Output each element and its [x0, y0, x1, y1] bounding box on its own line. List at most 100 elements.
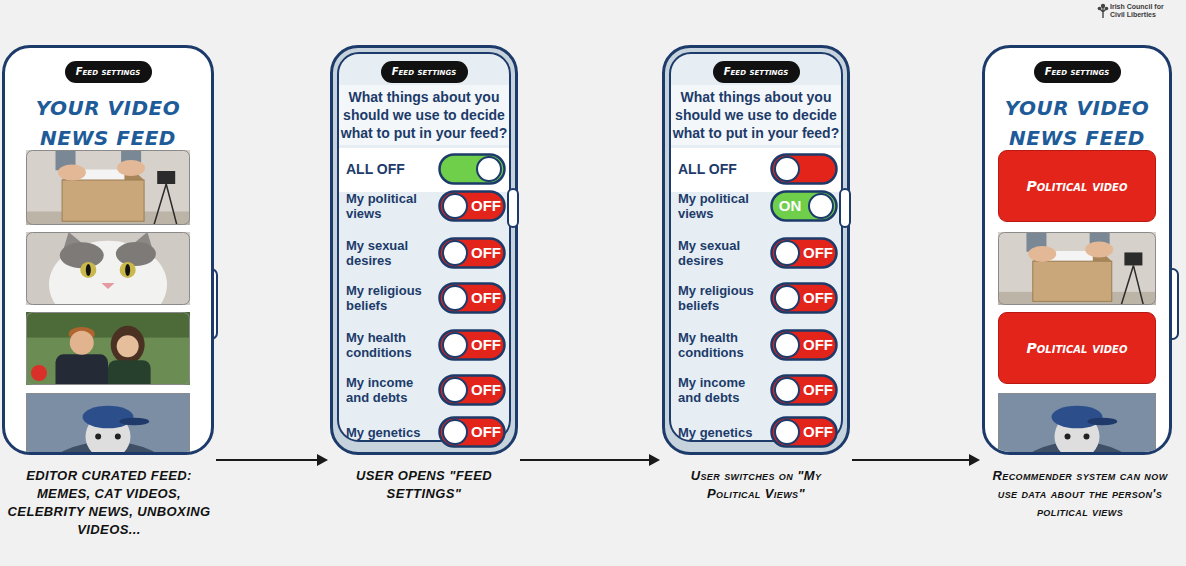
face	[117, 335, 139, 357]
toggle-state: ON	[772, 190, 808, 222]
logo-leaf	[1105, 7, 1109, 11]
toggle-label: My health conditions	[346, 330, 434, 360]
photo-border	[27, 313, 190, 385]
political-video-card: Political video	[998, 150, 1156, 222]
toggle-switch: OFF	[438, 416, 506, 448]
toggle-graphic	[438, 153, 506, 185]
toggle-knob	[443, 286, 467, 310]
toggle-label: My religious beliefs	[678, 283, 766, 313]
cat-eye	[1065, 434, 1071, 440]
camera	[157, 171, 175, 184]
hand	[1028, 246, 1056, 262]
toggle-switch: OFF	[438, 237, 506, 269]
camera	[1124, 252, 1142, 265]
political-video-card: Political video	[998, 312, 1156, 384]
logo-leaf	[1101, 4, 1105, 8]
hair	[111, 326, 145, 364]
photo-border	[999, 394, 1156, 456]
settings-question: What things about you should we use to d…	[671, 88, 841, 142]
toggle-label: My political views	[678, 191, 766, 221]
photo-capcat	[26, 393, 190, 455]
toggle-switch: OFF	[438, 329, 506, 361]
toggle-state: OFF	[800, 374, 836, 406]
card-title: Political video	[1027, 340, 1128, 356]
pill-text: Feed settings	[76, 61, 140, 83]
toggle-label: My sexual desires	[678, 238, 766, 268]
tripod	[1121, 265, 1143, 305]
toggle-state: OFF	[468, 237, 504, 269]
feed-heading: YOUR VIDEO NEWS FEED	[2, 93, 214, 153]
tripod	[154, 184, 177, 225]
photo-border	[999, 233, 1156, 305]
settings-pill: Feed settings	[1034, 61, 1121, 83]
cat-eye	[1083, 434, 1089, 440]
cat-eye	[115, 434, 121, 440]
arrow-connector	[520, 454, 660, 466]
cap	[1052, 406, 1103, 429]
toggle-switch: OFF	[770, 329, 838, 361]
cat-nose	[101, 283, 114, 289]
toggle-knob	[443, 378, 467, 402]
phone-mockup: What things about you should we use to d…	[662, 45, 850, 560]
phone-mockup: YOUR VIDEO NEWS FEED EDITOR CURATED FEED:…	[2, 45, 214, 560]
toggle-label: My religious beliefs	[346, 283, 434, 313]
toggle-state: OFF	[468, 374, 504, 406]
toggle-switch: OFF	[770, 416, 838, 448]
arrow-head	[969, 454, 980, 466]
cat-eye	[80, 262, 96, 278]
arrow-connector	[216, 454, 328, 466]
toggle-switch: OFF	[770, 374, 838, 406]
logo-leaf	[1098, 7, 1102, 11]
toggle-state: OFF	[468, 416, 504, 448]
toggle-knob	[443, 333, 467, 357]
toggle-state: OFF	[468, 329, 504, 361]
dress	[108, 360, 151, 393]
toggle-switch: OFF	[770, 282, 838, 314]
cat-eye	[95, 434, 101, 440]
toggle-knob	[809, 194, 833, 218]
cap	[83, 406, 134, 429]
toggle-knob	[775, 286, 799, 310]
toggle-knob	[443, 194, 467, 218]
toggle-switch: ON	[770, 190, 838, 222]
settings-pill: Feed settings	[713, 61, 800, 83]
cap-brim	[1087, 418, 1117, 426]
toggle-label: My income and debts	[678, 375, 766, 405]
step-caption: USER OPENS "FEED SETTINGS"	[330, 467, 518, 503]
arrow-line	[520, 459, 650, 461]
card-title: Political video	[1027, 178, 1128, 194]
toggle-label: My health conditions	[678, 330, 766, 360]
toggle-state: OFF	[800, 237, 836, 269]
photo-couple	[26, 312, 190, 393]
hand	[117, 160, 145, 176]
toggle-label: My income and debts	[346, 375, 434, 405]
all-off-toggle	[770, 153, 838, 185]
all-off-toggle	[438, 153, 506, 185]
phone-mockup: YOUR VIDEO NEWS FEEDRecommender system c…	[982, 45, 1182, 560]
cardboard-box	[62, 180, 144, 221]
scroll-indicator	[839, 188, 851, 228]
photo-bg	[26, 393, 190, 455]
photo-unbox	[26, 150, 190, 225]
cat-patch	[60, 242, 104, 268]
logo-icon	[1097, 3, 1109, 19]
badge	[31, 365, 47, 381]
toggle-knob	[775, 378, 799, 402]
arrow-head	[649, 454, 660, 466]
photo-bg	[998, 393, 1156, 455]
toggle-label: My genetics	[346, 425, 434, 440]
suit	[56, 354, 108, 391]
settings-pill: Feed settings	[381, 61, 468, 83]
pill-text: Feed settings	[392, 61, 456, 83]
photo-capcat	[998, 393, 1156, 455]
toggle-knob	[443, 420, 467, 444]
toggle-switch: OFF	[438, 190, 506, 222]
photo-bg	[998, 232, 1156, 305]
step-caption: EDITOR CURATED FEED: MEMES, CAT VIDEOS, …	[6, 467, 212, 539]
arrow-line	[852, 459, 970, 461]
face	[70, 331, 94, 355]
toggle-switch: OFF	[438, 282, 506, 314]
scroll-indicator	[507, 188, 519, 228]
toggle-knob	[775, 241, 799, 265]
